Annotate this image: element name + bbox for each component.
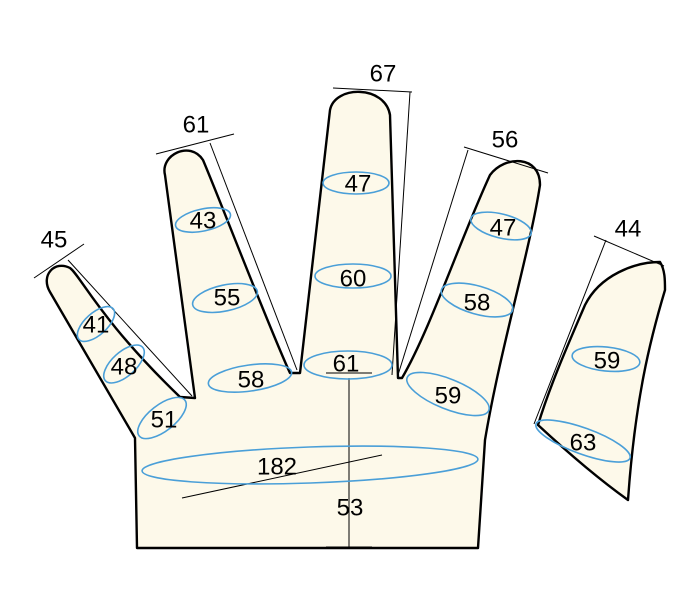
length-guides [33,87,665,548]
ring-little-base [136,396,188,440]
ring-middle-tip [322,171,390,195]
length-middle-label: 67 [370,61,397,88]
circ-little-mid-label: 48 [111,354,138,381]
ring-index-tip [469,211,533,241]
circ-ring-base-label: 58 [238,367,265,394]
ring-thumb-base [535,419,631,463]
ring-index-mid [440,282,514,318]
length-index-label: 56 [492,127,519,154]
palm-length-label: 53 [337,495,364,522]
circumference-rings [76,171,641,485]
ring-thumb-tip [571,345,641,373]
circ-index-tip-label: 47 [490,215,517,242]
ring-ring-base [207,363,293,393]
ring-middle-base [303,350,393,380]
ring-palm [141,445,479,485]
circ-ring-mid-label: 55 [214,285,241,312]
circ-ring-tip-label: 43 [190,208,217,235]
ring-index-base [406,371,490,417]
ring-ring-mid [191,282,259,314]
length-ring-label: 61 [183,112,210,139]
circ-middle-tip-label: 47 [345,171,372,198]
length-little-label: 45 [41,227,68,254]
ring-middle-mid [314,263,392,289]
length-thumb-label: 44 [615,216,642,243]
circ-index-mid-label: 58 [464,290,491,317]
ring-ring-tip [174,206,232,234]
circ-little-tip-label: 41 [83,312,110,339]
circ-little-base-label: 51 [151,407,178,434]
palm-circumference-label: 182 [257,454,297,481]
circ-thumb-tip-label: 59 [594,348,621,375]
circ-thumb-base-label: 63 [570,430,597,457]
ring-little-tip [76,305,116,343]
circ-middle-mid-label: 60 [340,266,367,293]
hand-outline [45,90,542,550]
circ-index-base-label: 59 [435,383,462,410]
thumb-outline [536,260,667,502]
ring-little-mid [102,344,146,384]
circ-middle-base-label: 61 [333,351,360,378]
